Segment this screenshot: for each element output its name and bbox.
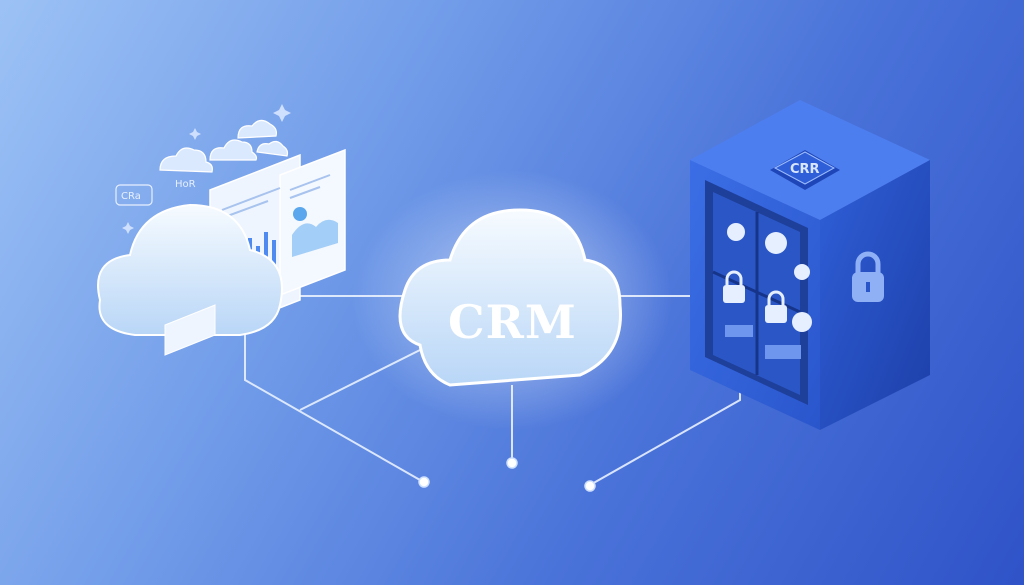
small-cloud-icon (159, 119, 289, 173)
tag-mid: HoR (175, 179, 196, 190)
lock-icon (723, 223, 812, 332)
left-tags: CRa HoR (115, 179, 196, 206)
tag-left: CRa (121, 191, 141, 202)
sparkle-icon (122, 104, 291, 234)
secure-vault: CRR (690, 100, 930, 430)
side-lock-icon (852, 251, 884, 302)
vault-plate: CRR (770, 150, 840, 190)
node-right (584, 480, 596, 492)
node-center (506, 457, 518, 469)
left-cloud-cluster: CRa HoR (97, 104, 346, 356)
vault-plate-label: CRR (790, 162, 820, 177)
connection-nodes (418, 457, 596, 492)
left-cloud-icon (97, 203, 283, 356)
crm-label: CRM (448, 295, 577, 349)
center-cloud: CRM (352, 170, 672, 430)
node-left (418, 476, 430, 488)
